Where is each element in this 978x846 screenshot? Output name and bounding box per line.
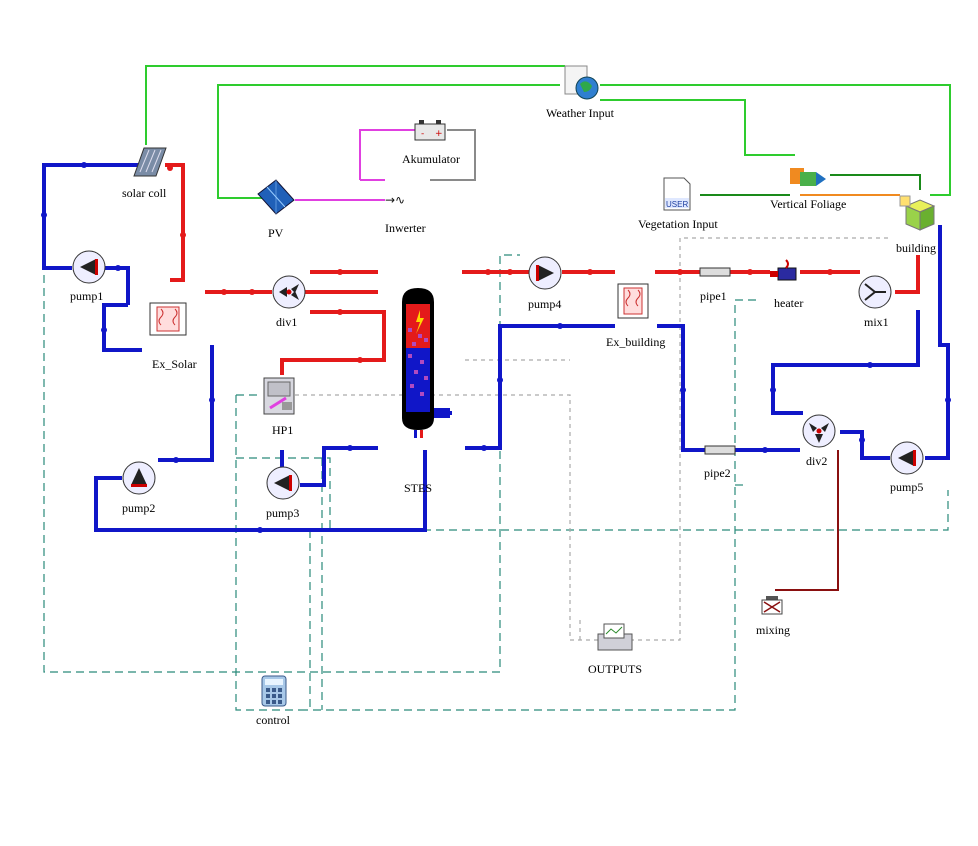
pump-icon[interactable] (72, 250, 106, 284)
mixing-valve-icon[interactable] (761, 596, 783, 615)
diverter-icon[interactable] (802, 414, 836, 448)
building-cube-icon[interactable] (899, 195, 936, 231)
pipe-icon[interactable] (699, 267, 731, 277)
label-pipe2: pipe2 (704, 466, 731, 480)
label-pump2: pump2 (122, 501, 155, 515)
label-user-badge: USER (666, 200, 688, 209)
foliage-icon[interactable] (790, 168, 826, 186)
label-pump5: pump5 (890, 480, 923, 494)
label-pv: PV (268, 226, 284, 240)
heat-pump-icon[interactable] (263, 377, 295, 415)
signal-links (145, 65, 951, 591)
label-div1: div1 (276, 315, 297, 329)
inverter-icon[interactable]: →∿ (385, 193, 405, 207)
label-hp1: HP1 (272, 423, 293, 437)
mixer-icon[interactable] (858, 275, 892, 309)
calculator-icon[interactable] (261, 675, 287, 707)
label-akumulator: Akumulator (402, 152, 460, 166)
svg-text:+: + (435, 129, 443, 139)
label-pump1: pump1 (70, 289, 103, 303)
label-weather-input: Weather Input (546, 106, 615, 120)
battery-icon[interactable]: - + (414, 120, 446, 141)
pump-icon[interactable] (890, 441, 924, 475)
user-file-icon[interactable] (663, 177, 691, 211)
pv-panel-icon[interactable] (257, 179, 295, 215)
label-outputs: OUTPUTS (588, 662, 642, 676)
label-vegetation-input: Vegetation Input (638, 217, 718, 231)
svg-text:→∿: →∿ (385, 193, 405, 207)
heat-exchanger-icon[interactable] (149, 302, 187, 336)
label-mixing: mixing (756, 623, 790, 637)
label-vertical-foliage: Vertical Foliage (770, 197, 846, 211)
pump-icon[interactable] (528, 256, 562, 290)
storage-tank-icon[interactable] (402, 288, 450, 438)
label-stes: STES (404, 481, 432, 495)
svg-text:-: - (421, 129, 424, 139)
hot-pipes (165, 163, 920, 375)
pump-icon[interactable] (122, 461, 156, 495)
label-ex-solar: Ex_Solar (152, 357, 197, 371)
solar-collector-icon[interactable] (133, 147, 167, 177)
label-building: building (896, 241, 936, 255)
heat-exchanger-icon[interactable] (617, 283, 649, 319)
diverter-icon[interactable] (272, 275, 306, 309)
component-labels: solar coll Weather Input Akumulator PV I… (70, 106, 936, 727)
printer-plotter-icon[interactable] (597, 623, 633, 651)
pump-icon[interactable] (266, 466, 300, 500)
label-control: control (256, 713, 291, 727)
pipe-icon[interactable] (704, 445, 736, 455)
label-div2: div2 (806, 454, 827, 468)
heater-icon[interactable] (770, 259, 797, 281)
label-pump4: pump4 (528, 297, 561, 311)
label-ex-building: Ex_building (606, 335, 665, 349)
label-pump3: pump3 (266, 506, 299, 520)
label-inwerter: Inwerter (385, 221, 426, 235)
label-solar-coll: solar coll (122, 186, 167, 200)
cold-pipes (42, 163, 950, 532)
label-pipe1: pipe1 (700, 289, 727, 303)
weather-globe-icon[interactable] (564, 65, 599, 100)
label-mix1: mix1 (864, 315, 889, 329)
label-heater: heater (774, 296, 803, 310)
flow-markers (41, 162, 951, 533)
